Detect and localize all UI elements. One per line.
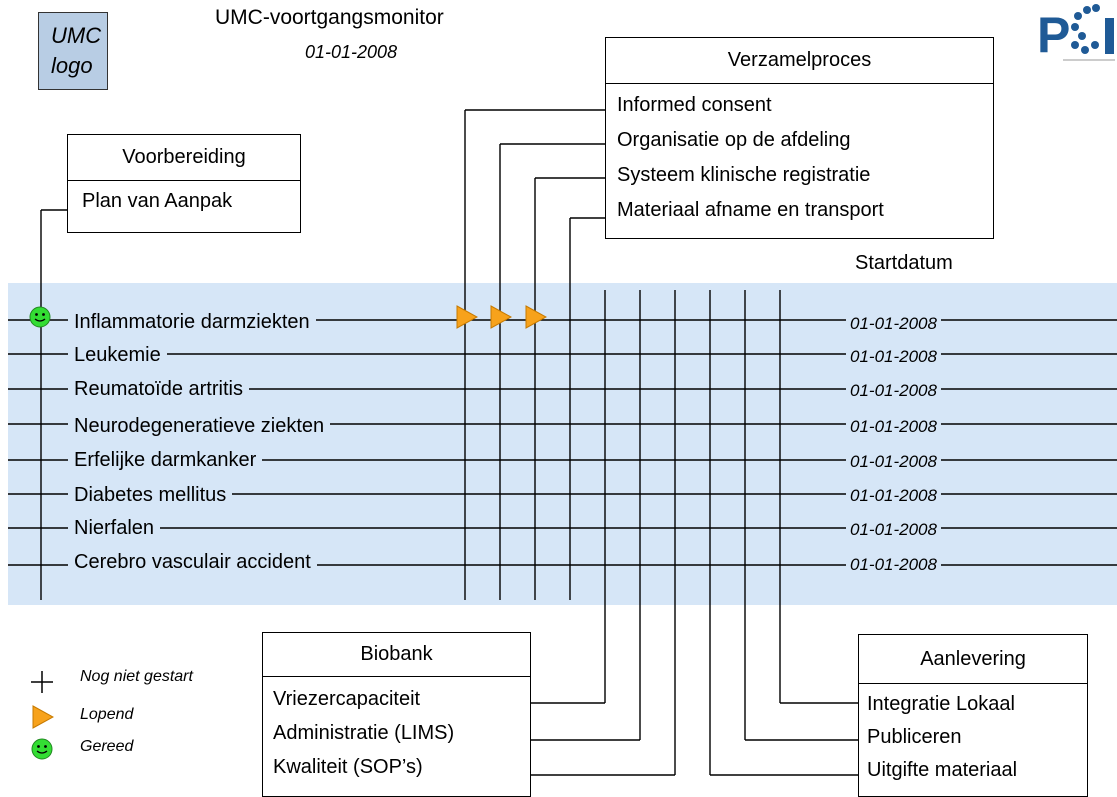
disease-label: Diabetes mellitus [68, 484, 233, 506]
verzamelproces-box: Verzamelproces Informed consent Organisa… [605, 37, 994, 239]
aanlevering-item: Integratie Lokaal [867, 693, 1015, 715]
legend-done: Gereed [80, 738, 134, 755]
running-triangle-icon [490, 305, 512, 329]
done-smiley-icon [31, 738, 53, 760]
done-smiley-icon [29, 306, 51, 328]
page-date: 01-01-2008 [305, 42, 398, 62]
legend-running: Lopend [80, 706, 134, 723]
start-date: 01-01-2008 [846, 554, 941, 576]
disease-label: Neurodegeneratieve ziekten [68, 415, 331, 437]
not-started-cross-icon [31, 671, 53, 693]
start-date: 01-01-2008 [846, 313, 941, 335]
verzamelproces-item: Organisatie op de afdeling [617, 129, 851, 151]
disease-label: Nierfalen [68, 517, 161, 539]
page-title: UMC-voortgangsmonitor [215, 6, 444, 29]
voorbereiding-box: Voorbereiding Plan van Aanpak [67, 134, 301, 233]
voorbereiding-item: Plan van Aanpak [82, 190, 233, 212]
aanlevering-item: Publiceren [867, 726, 962, 748]
aanlevering-item: Uitgifte materiaal [867, 759, 1018, 781]
legend-not-started: Nog niet gestart [80, 668, 193, 685]
disease-label: Reumatoïde artritis [68, 378, 249, 400]
disease-label: Cerebro vasculair accident [68, 551, 317, 573]
start-date: 01-01-2008 [846, 451, 941, 473]
pgi-logo: P [1037, 4, 1115, 63]
voorbereiding-title: Voorbereiding [68, 135, 300, 181]
disease-label: Inflammatorie darmziekten [68, 311, 316, 333]
aanlevering-title: Aanlevering [859, 635, 1087, 684]
biobank-item: Vriezercapaciteit [273, 688, 421, 710]
aanlevering-box: Aanlevering Integratie Lokaal Publiceren… [858, 634, 1088, 797]
disease-label: Leukemie [68, 344, 167, 366]
biobank-item: Kwaliteit (SOP’s) [273, 756, 423, 778]
start-date: 01-01-2008 [846, 519, 941, 541]
logo-line1: UMC [51, 23, 102, 48]
start-date: 01-01-2008 [846, 380, 941, 402]
start-date: 01-01-2008 [846, 416, 941, 438]
verzamelproces-item: Systeem klinische registratie [617, 164, 871, 186]
verzamelproces-item: Materiaal afname en transport [617, 199, 884, 221]
running-triangle-icon [32, 705, 54, 729]
start-date: 01-01-2008 [846, 346, 941, 368]
biobank-title: Biobank [263, 633, 530, 677]
biobank-item: Administratie (LIMS) [273, 722, 455, 744]
startdatum-label: Startdatum [855, 252, 953, 274]
verzamelproces-title: Verzamelproces [606, 38, 993, 84]
start-date: 01-01-2008 [846, 485, 941, 507]
running-triangle-icon [525, 305, 547, 329]
biobank-box: Biobank Vriezercapaciteit Administratie … [262, 632, 531, 797]
umc-logo: UMC logo [38, 12, 108, 90]
disease-label: Erfelijke darmkanker [68, 449, 263, 471]
running-triangle-icon [456, 305, 478, 329]
svg-text:P: P [1037, 7, 1070, 63]
verzamelproces-item: Informed consent [617, 94, 772, 116]
logo-line2: logo [51, 53, 93, 78]
